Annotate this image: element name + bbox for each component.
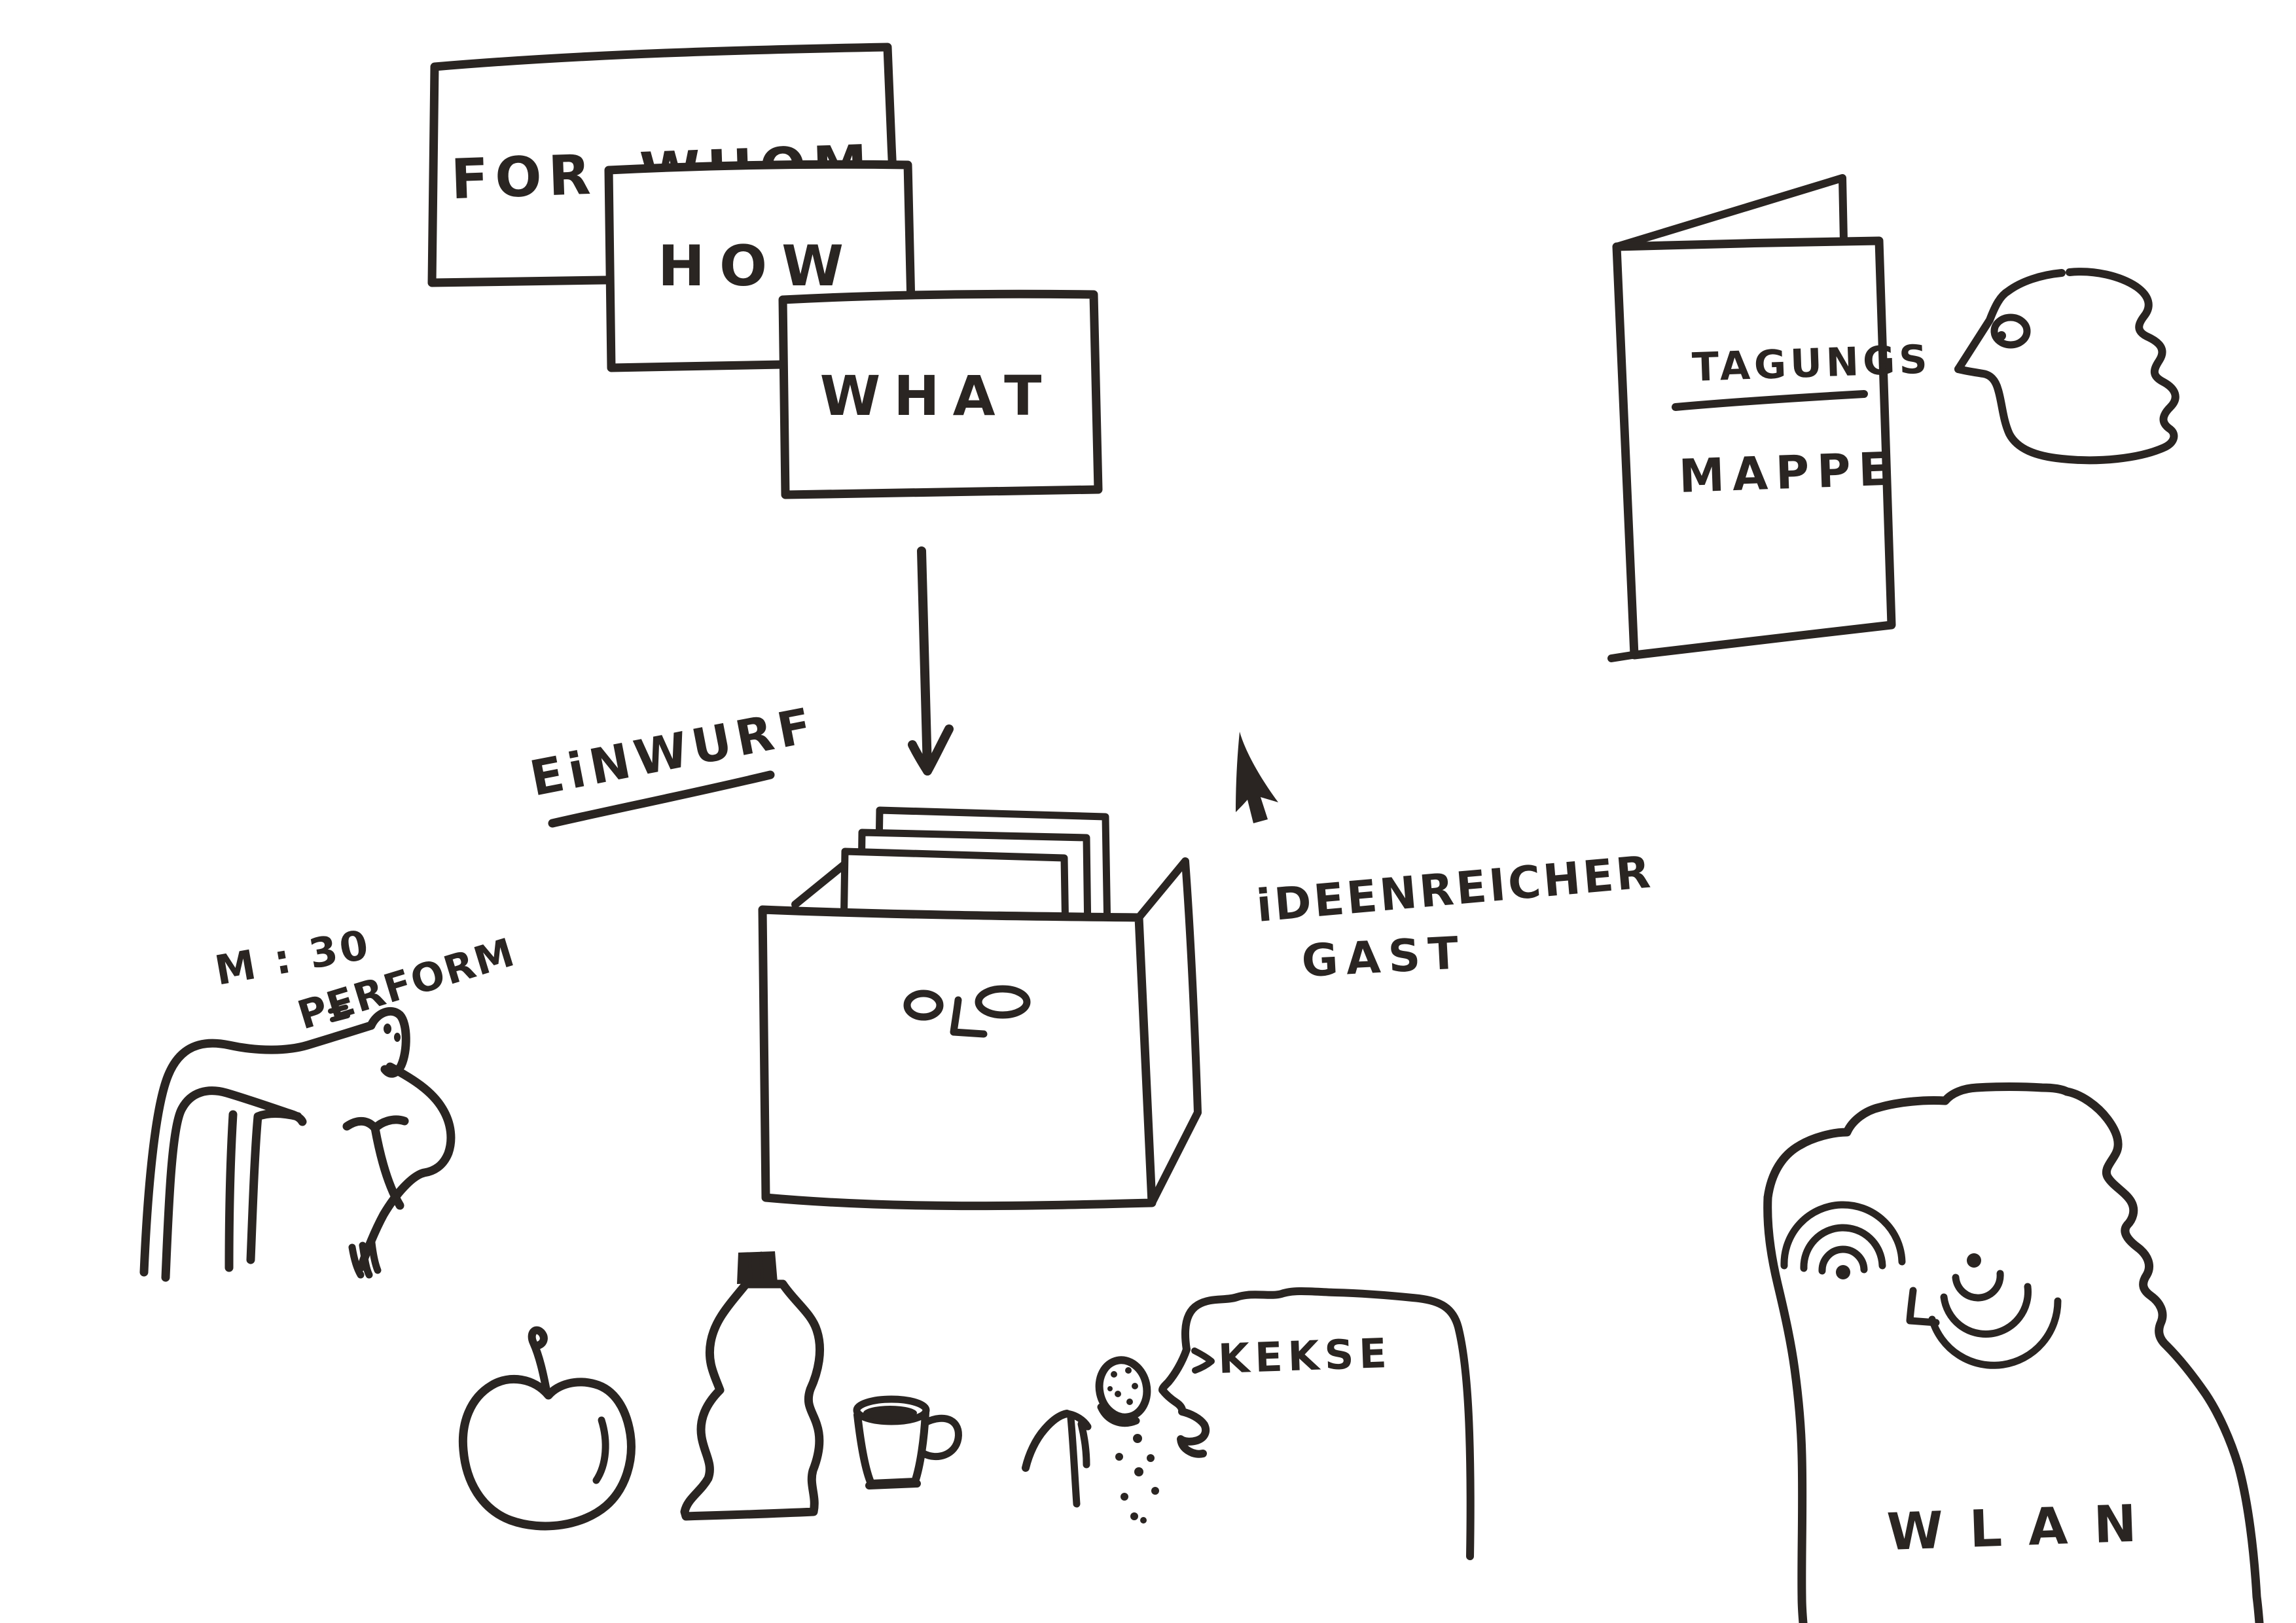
box-face-icon: [903, 985, 1031, 1038]
blob-nose: [1906, 1287, 1940, 1327]
box-front: [758, 905, 1157, 1211]
folder-divider: [1672, 390, 1868, 411]
paper-inbox-box: [758, 806, 1202, 1211]
guest-line1: iDEENREICHER: [1255, 846, 1655, 933]
einwurf-label-group: EiNWURF: [526, 697, 821, 828]
cursor-icon: [1236, 732, 1278, 823]
eater-face-profile: [1158, 1346, 1210, 1458]
einwurf-underline: [548, 770, 775, 828]
schedule-label: M : 30 PERFORM: [211, 920, 521, 1039]
wlan-label: WLAN: [1886, 1493, 2164, 1562]
eater-arm: [1022, 1410, 1071, 1472]
einwurf-label: EiNWURF: [526, 697, 821, 808]
guest-label: iDEENREICHER GAST: [1255, 846, 1655, 988]
conference-folder: TAGUNGS MAPPE: [1607, 174, 1932, 662]
paper-sheets: [840, 806, 1111, 941]
cookie-icon: [1095, 1356, 1151, 1427]
eater-hand: [1063, 1410, 1092, 1508]
eater-head-outline: [1181, 1287, 1475, 1560]
kekse-label: KEKSE: [1217, 1329, 1393, 1383]
folder-front: [1612, 236, 1896, 660]
eater-eye: [1191, 1347, 1215, 1374]
box-right-side: [1135, 857, 1202, 1207]
folder-line1: TAGUNGS: [1691, 336, 1932, 391]
bottle-icon: [680, 1251, 825, 1521]
box-left-back-edge: [791, 861, 848, 908]
card-label: WHAT: [820, 364, 1055, 428]
cup-icon: [853, 1395, 962, 1489]
cookie-eater-figure: KEKSE: [1022, 1287, 1475, 1560]
card-what: WHAT: [778, 289, 1103, 499]
wifi-left-eye-icon: [1780, 1201, 1906, 1279]
card-label: HOW: [658, 234, 858, 299]
guest-line2: GAST: [1300, 927, 1468, 988]
folder-fold: [1613, 174, 1848, 251]
card-stack: FOR WHOM HOW WHAT: [427, 43, 1103, 499]
wlan-blob-figure: WLAN: [1763, 1082, 2264, 1623]
down-arrow-icon: [908, 546, 954, 776]
blob-outline: [1763, 1082, 2264, 1623]
performer-figure: [139, 1007, 456, 1282]
bird-speech-icon: [1954, 268, 2179, 465]
apple-icon: [458, 1326, 636, 1531]
crumbs: [1115, 1434, 1159, 1524]
folder-line2: MAPPE: [1678, 442, 1899, 503]
blob-left-edge: [1763, 1193, 1808, 1623]
wifi-right-eye-icon: [1928, 1253, 2062, 1369]
